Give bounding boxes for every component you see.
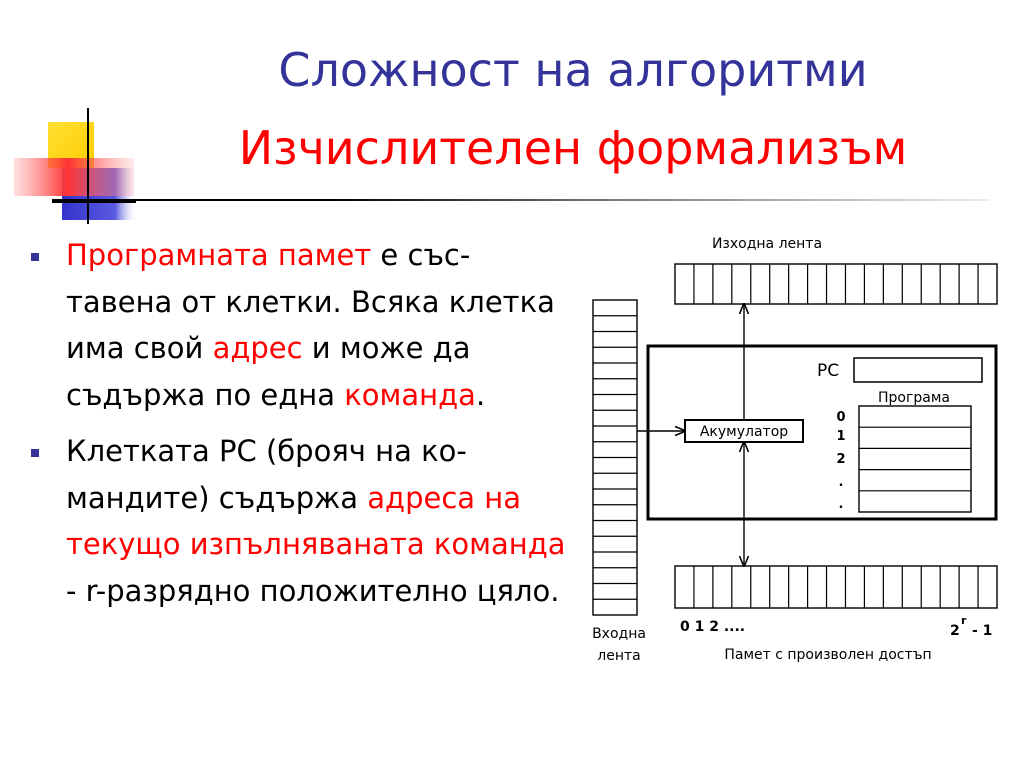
slide-subtitle: Изчислителен формализъм [238,121,908,175]
corner-ornament [14,108,138,224]
memory-index-start: 0 1 2 .... [680,619,745,635]
accumulator-label: Акумулатор [700,424,788,440]
bullet-1-part-3: адрес [212,331,303,365]
output-tape [674,263,998,305]
output-tape-frame [674,263,998,305]
memory-index-end-exp: r [961,614,967,627]
output-tape-label: Изходна лента [712,236,822,252]
bullet-item-program-memory: Програмната памет е със-тавена от клетки… [28,232,568,418]
memory-label: Памет с произволен достъп [724,647,931,663]
memory-frame [674,565,998,609]
program-index-dot-2: . [839,497,844,512]
bullet-1-part-2: е със-тавена от клетки. Всяка клетка има… [66,238,555,365]
program-index-2: 2 [836,452,845,467]
title-divider [52,199,990,201]
input-tape-label-line1: Входна [592,626,646,642]
bullet-1-part-5: команда [344,377,476,412]
bullet-list: Програмната памет е със-тавена от клетки… [28,232,568,624]
memory-index-end-base: 2 [950,623,960,639]
pc-register [853,357,983,383]
bullet-2-part-3: - r-разрядно положително цяло. [66,573,560,608]
control-unit-box [646,344,998,521]
program-index-1: 1 [836,429,845,444]
ram-machine-diagram: Изходна лента Входна лента PC Програма 0… [592,236,998,664]
bullet-square-icon [31,253,39,261]
input-tape [592,299,638,616]
program-label: Програма [878,390,950,406]
random-access-memory [674,565,998,609]
program-memory-frame [858,405,972,513]
pc-label: PC [817,361,839,381]
bullet-1-part-6: . [475,377,486,412]
bullet-2-part-2: адреса на текущо изпълняваната команда [66,480,566,562]
input-tape-label-line2: лента [597,648,640,664]
program-index-0: 0 [836,410,845,425]
bullet-item-pc-cell: Клетката PC (брояч на ко-мандите) съдърж… [28,428,568,614]
program-index-dot-1: . [839,475,844,490]
slide-title: Сложност на алгоритми [278,43,868,97]
bullet-square-icon [31,449,39,457]
bullet-1-part-1: Програмната памет [66,238,372,272]
red-bar [14,158,134,196]
memory-index-end-tail: - 1 [972,623,992,639]
program-memory [858,405,972,513]
bullet-1-part-4: и може да съдържа по една [66,331,471,412]
bullet-2-part-1: Клетката PC (брояч на ко-мандите) съдърж… [66,434,467,515]
